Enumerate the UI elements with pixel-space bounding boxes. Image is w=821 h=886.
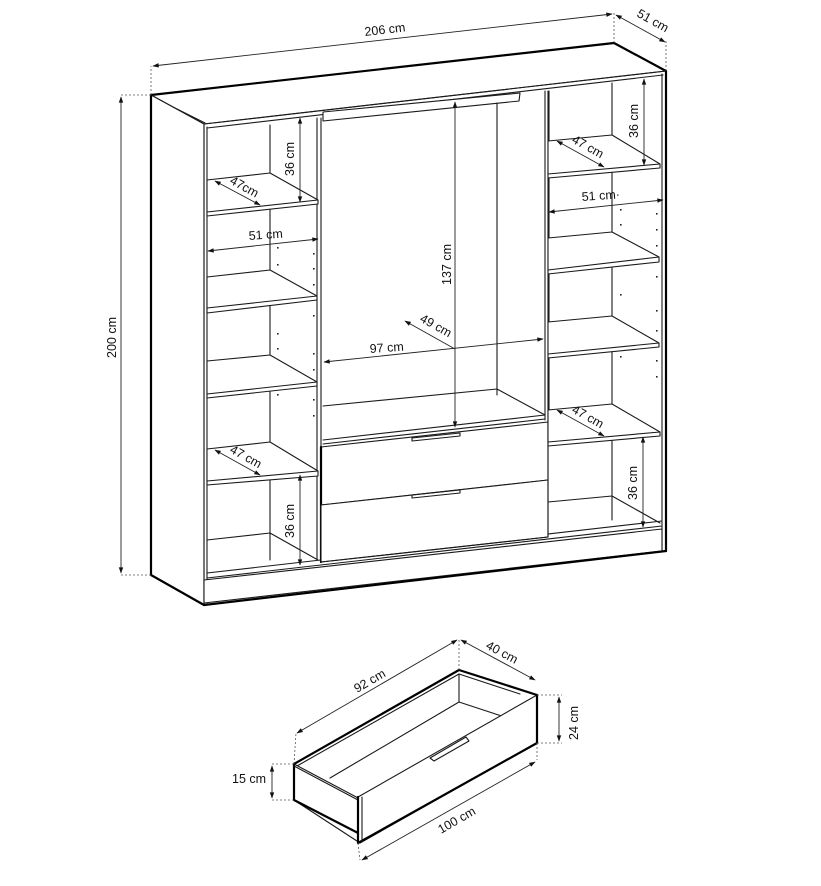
label-right-bottom-height: 36 cm (626, 466, 640, 500)
label-center-hanging-height: 137 cm (440, 244, 454, 285)
center-column (319, 90, 550, 564)
label-center-inner-width: 97 cm (369, 340, 404, 356)
label-drawer-side-height: 15 cm (232, 772, 266, 786)
drawer-drawing: 92 cm 40 cm 24 cm 15 cm 100 cm (232, 638, 581, 861)
label-overall-depth: 51 cm (635, 6, 672, 35)
label-drawer-front-height: 24 cm (567, 706, 581, 740)
label-right-inner-width: 51 cm· (581, 187, 620, 204)
wardrobe-drawing: 206 cm 51 cm 200 cm 36 cm 47cm 51 cm 47 … (105, 6, 672, 607)
label-overall-width: 206 cm (364, 20, 406, 39)
label-right-top-height: 36 cm (627, 104, 641, 138)
label-overall-height: 200 cm (105, 317, 119, 358)
label-center-inner-depth: 49 cm (418, 311, 455, 340)
left-column (206, 117, 322, 561)
label-left-top-height: 36 cm (283, 142, 297, 176)
label-left-inner-width: 51 cm (248, 227, 283, 243)
dimension-lines (118, 12, 667, 576)
label-left-bottom-height: 36 cm (283, 504, 297, 538)
drawer-dimension-lines (269, 639, 562, 861)
label-drawer-front-length: 100 cm (436, 804, 479, 837)
